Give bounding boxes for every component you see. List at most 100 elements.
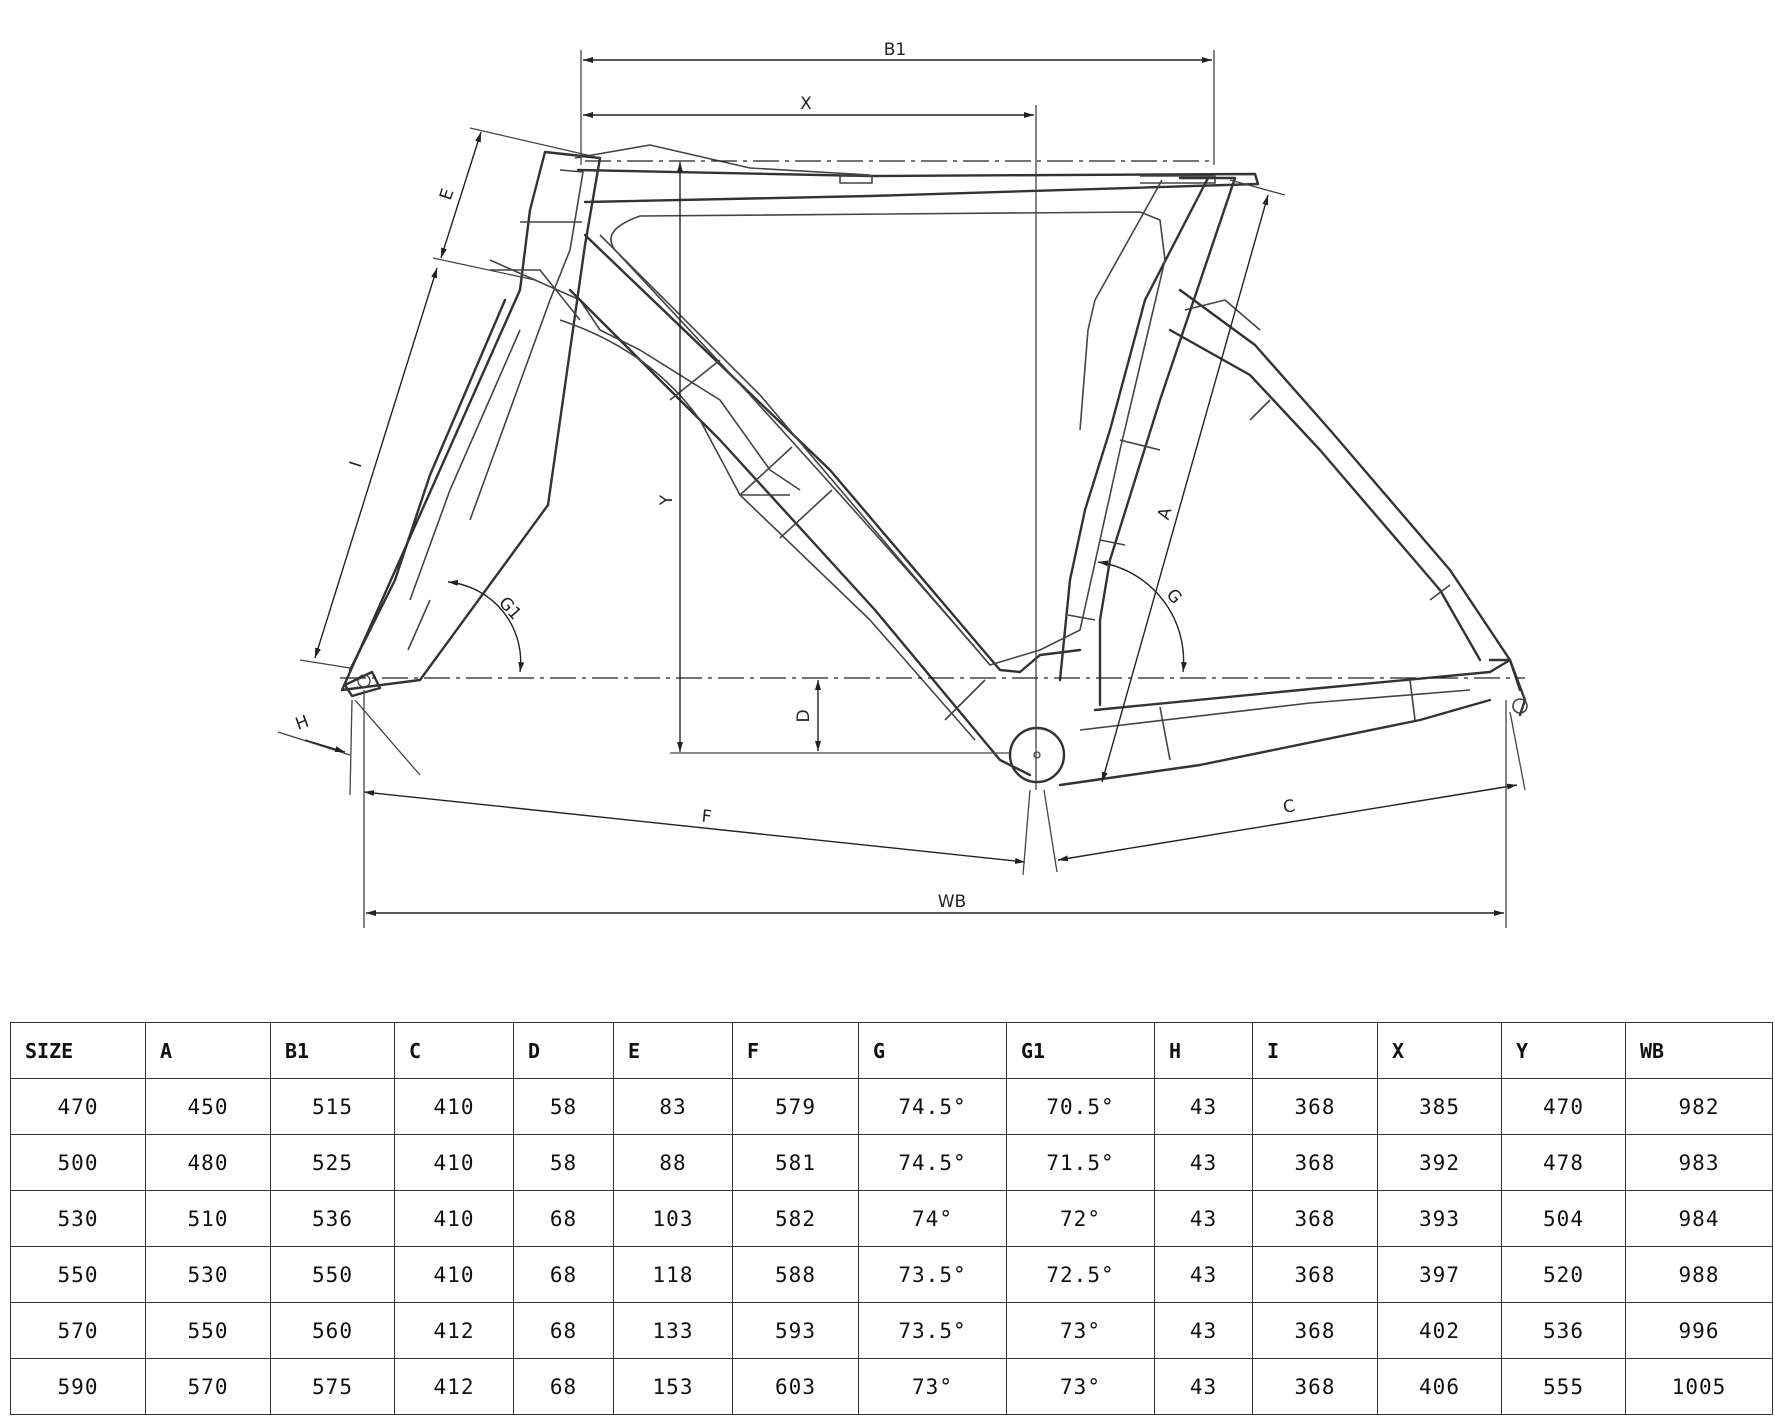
table-cell: 996 xyxy=(1625,1302,1773,1359)
table-cell: 70.5° xyxy=(1006,1078,1155,1135)
header-e: E xyxy=(613,1022,733,1079)
table-cell: 43 xyxy=(1154,1078,1253,1135)
header-y: Y xyxy=(1501,1022,1626,1079)
table-cell: 58 xyxy=(513,1134,614,1191)
table-cell: 74° xyxy=(858,1190,1007,1247)
label-a: A xyxy=(1154,505,1177,522)
table-cell: 582 xyxy=(732,1190,859,1247)
label-g1: G1 xyxy=(494,593,525,624)
label-h: H xyxy=(293,712,312,735)
table-cell: 73.5° xyxy=(858,1302,1007,1359)
table-cell: 510 xyxy=(145,1190,271,1247)
table-cell: 550 xyxy=(10,1246,146,1303)
table-cell: 412 xyxy=(394,1302,514,1359)
table-cell: 43 xyxy=(1154,1246,1253,1303)
header-x: X xyxy=(1377,1022,1502,1079)
table-cell: 43 xyxy=(1154,1302,1253,1359)
table-cell: 470 xyxy=(1501,1078,1626,1135)
header-f: F xyxy=(732,1022,859,1079)
table-cell: 73° xyxy=(858,1358,1007,1415)
header-g1: G1 xyxy=(1006,1022,1155,1079)
table-cell: 397 xyxy=(1377,1246,1502,1303)
table-cell: 504 xyxy=(1501,1190,1626,1247)
table-cell: 560 xyxy=(270,1302,395,1359)
table-cell: 73° xyxy=(1006,1358,1155,1415)
table-cell: 368 xyxy=(1252,1302,1378,1359)
table-cell: 74.5° xyxy=(858,1134,1007,1191)
table-cell: 72° xyxy=(1006,1190,1155,1247)
label-wb: WB xyxy=(938,892,966,912)
table-cell: 410 xyxy=(394,1134,514,1191)
table-cell: 43 xyxy=(1154,1358,1253,1415)
table-cell: 133 xyxy=(613,1302,733,1359)
header-wb: WB xyxy=(1625,1022,1773,1079)
table-cell: 581 xyxy=(732,1134,859,1191)
table-cell: 103 xyxy=(613,1190,733,1247)
table-cell: 88 xyxy=(613,1134,733,1191)
table-cell: 402 xyxy=(1377,1302,1502,1359)
header-g: G xyxy=(858,1022,1007,1079)
table-cell: 72.5° xyxy=(1006,1246,1155,1303)
table-cell: 71.5° xyxy=(1006,1134,1155,1191)
table-cell: 470 xyxy=(10,1078,146,1135)
header-h: H xyxy=(1154,1022,1253,1079)
table-cell: 410 xyxy=(394,1078,514,1135)
table-cell: 525 xyxy=(270,1134,395,1191)
bike-frame xyxy=(340,144,1528,787)
table-cell: 68 xyxy=(513,1246,614,1303)
table-cell: 118 xyxy=(613,1246,733,1303)
table-cell: 478 xyxy=(1501,1134,1626,1191)
dimension-lines xyxy=(277,50,1526,928)
table-cell: 536 xyxy=(270,1190,395,1247)
table-cell: 480 xyxy=(145,1134,271,1191)
table-cell: 555 xyxy=(1501,1358,1626,1415)
table-cell: 500 xyxy=(10,1134,146,1191)
label-c: C xyxy=(1282,796,1297,818)
table-cell: 410 xyxy=(394,1246,514,1303)
table-cell: 536 xyxy=(1501,1302,1626,1359)
table-cell: 1005 xyxy=(1625,1358,1773,1415)
table-cell: 570 xyxy=(145,1358,271,1415)
table-cell: 590 xyxy=(10,1358,146,1415)
table-cell: 43 xyxy=(1154,1134,1253,1191)
table-cell: 579 xyxy=(732,1078,859,1135)
table-cell: 530 xyxy=(145,1246,271,1303)
table-cell: 68 xyxy=(513,1358,614,1415)
label-d: D xyxy=(794,709,814,722)
table-cell: 412 xyxy=(394,1358,514,1415)
table-cell: 984 xyxy=(1625,1190,1773,1247)
table-cell: 74.5° xyxy=(858,1078,1007,1135)
header-c: C xyxy=(394,1022,514,1079)
label-i: I xyxy=(346,459,367,470)
table-cell: 530 xyxy=(10,1190,146,1247)
table-cell: 368 xyxy=(1252,1078,1378,1135)
header-size: SIZE xyxy=(10,1022,146,1079)
label-f: F xyxy=(701,807,713,828)
table-cell: 385 xyxy=(1377,1078,1502,1135)
header-d: D xyxy=(513,1022,614,1079)
table-cell: 603 xyxy=(732,1358,859,1415)
table-cell: 550 xyxy=(270,1246,395,1303)
table-header-row: SIZE A B1 C D E F G G1 H I X Y WB xyxy=(10,1022,1773,1079)
header-a: A xyxy=(145,1022,271,1079)
table-cell: 393 xyxy=(1377,1190,1502,1247)
table-cell: 410 xyxy=(394,1190,514,1247)
table-cell: 43 xyxy=(1154,1190,1253,1247)
table-cell: 575 xyxy=(270,1358,395,1415)
label-e: E xyxy=(436,186,458,202)
label-b1: B1 xyxy=(884,40,906,60)
table-cell: 988 xyxy=(1625,1246,1773,1303)
table-cell: 515 xyxy=(270,1078,395,1135)
table-cell: 73.5° xyxy=(858,1246,1007,1303)
table-cell: 450 xyxy=(145,1078,271,1135)
table-cell: 73° xyxy=(1006,1302,1155,1359)
table-cell: 982 xyxy=(1625,1078,1773,1135)
table-cell: 368 xyxy=(1252,1190,1378,1247)
table-cell: 570 xyxy=(10,1302,146,1359)
